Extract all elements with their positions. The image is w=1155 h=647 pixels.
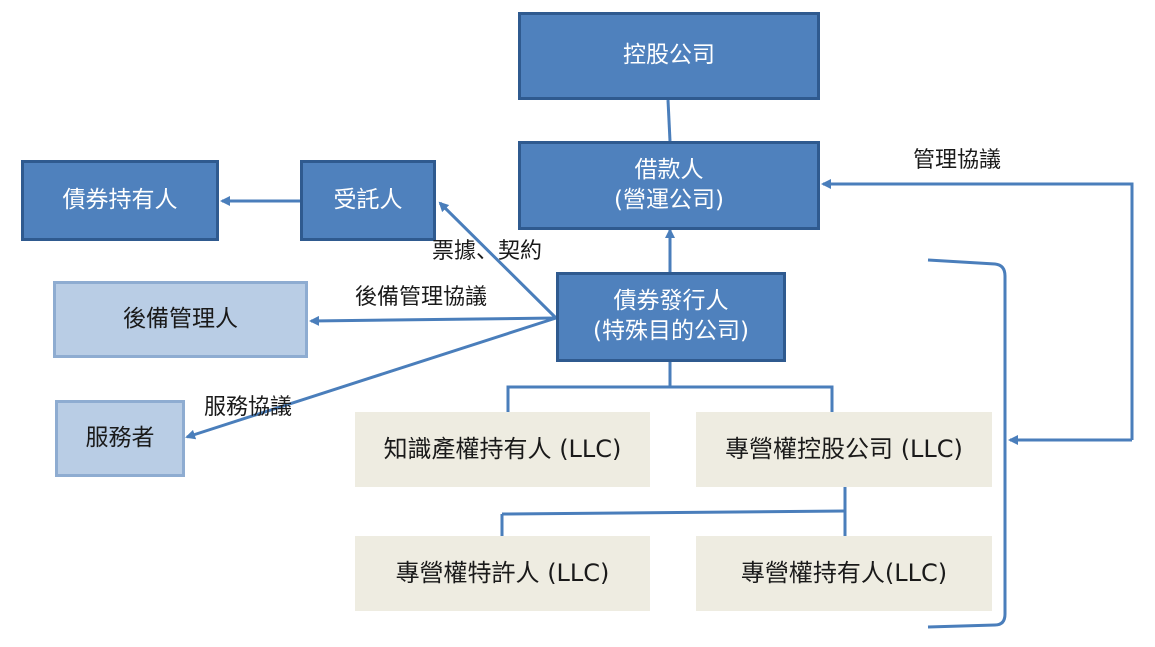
- issuer-subsidiaries-tree-right: [670, 385, 834, 412]
- franchisor-node: 專營權特許人 (LLC): [355, 536, 650, 611]
- franchise-group-bracket: [927, 258, 1007, 629]
- issuer-sublabel: (特殊目的公司): [593, 318, 749, 344]
- issuer-subsidiaries-tree: [506, 362, 672, 412]
- franchise-holder-label: 專營權持有人(LLC): [740, 558, 948, 587]
- borrower-label: 借款人: [634, 156, 704, 183]
- servicer-label: 服務者: [85, 424, 155, 451]
- franchise-holder-node: 專營權持有人(LLC): [696, 536, 992, 611]
- bondholders-label: 債券持有人: [62, 186, 178, 213]
- holding-borrower-connector: [666, 99, 672, 142]
- ip-holder-label: 知識產權持有人 (LLC): [383, 434, 622, 463]
- backup-manager-label: 後備管理人: [123, 305, 238, 332]
- borrower-sublabel: (營運公司): [614, 186, 724, 213]
- issuer-backup-manager-arrow: [309, 315, 557, 326]
- franchise-holding-node: 專營權控股公司 (LLC): [696, 412, 992, 487]
- holding-company-label: 控股公司: [623, 42, 715, 69]
- issuer-label: 債券發行人: [613, 288, 729, 315]
- franchisor-label: 專營權特許人 (LLC): [395, 558, 610, 587]
- ip-holder-node: 知識產權持有人 (LLC): [355, 412, 650, 487]
- holding-company-node: 控股公司: [518, 12, 820, 100]
- servicing-agreement-label: 服務協議: [204, 395, 293, 420]
- trustee-label: 受託人: [333, 186, 403, 213]
- backup-management-agreement-label: 後備管理協議: [355, 285, 488, 310]
- management-agreement-arrow-to-borrower: [821, 179, 1134, 440]
- notes-contract-label: 票據、契約: [432, 239, 543, 264]
- issuer-node: 債券發行人 (特殊目的公司): [556, 272, 786, 362]
- issuer-servicer-arrow: [185, 316, 557, 440]
- servicer-node: 服務者: [55, 400, 185, 477]
- management-agreement-label: 管理協議: [913, 148, 1002, 173]
- backup-manager-node: 後備管理人: [53, 281, 308, 358]
- issuer-trustee-arrow: [438, 201, 558, 320]
- borrower-node: 借款人 (營運公司): [518, 141, 820, 230]
- franchise-tree-bar: [501, 509, 846, 516]
- franchise-holding-label: 專營權控股公司 (LLC): [725, 434, 963, 463]
- trustee-node: 受託人: [300, 160, 436, 241]
- bondholders-node: 債券持有人: [21, 160, 219, 241]
